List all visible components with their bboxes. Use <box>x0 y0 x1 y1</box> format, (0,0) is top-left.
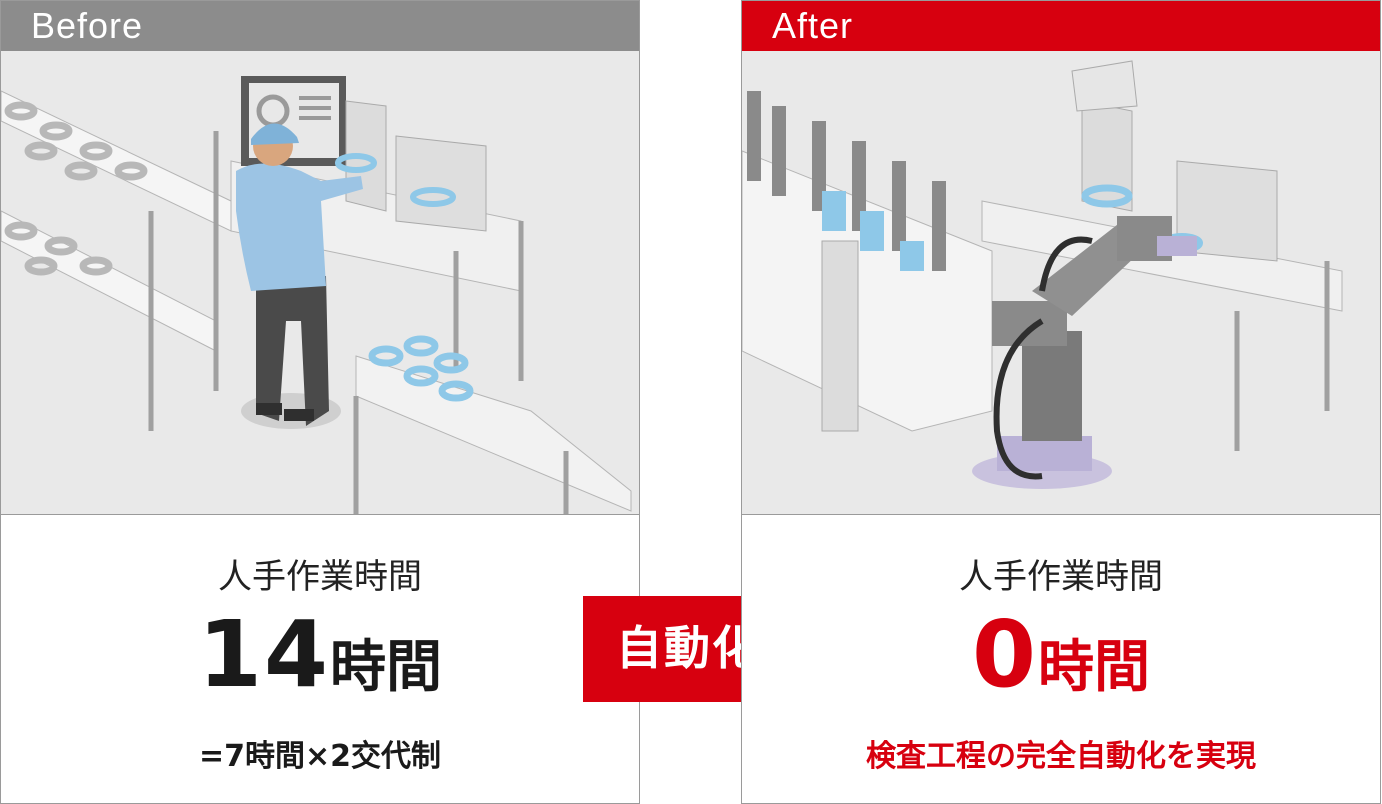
after-work-time-label: 人手作業時間 <box>959 557 1163 597</box>
after-hours-unit: 時間 <box>1038 635 1150 700</box>
after-hours-number: 0 <box>971 601 1038 708</box>
after-panel: After <box>741 0 1381 804</box>
after-illustration <box>742 51 1380 515</box>
automation-arrow-label: 自動化 <box>616 621 760 675</box>
after-header-label: After <box>772 5 854 46</box>
robot-inspection-illustration <box>742 60 1343 489</box>
before-hours-number: 14 <box>197 601 331 708</box>
before-shift-note: =7時間×2交代制 <box>198 739 442 774</box>
before-panel: Before <box>0 0 640 804</box>
before-hours-unit: 時間 <box>330 635 443 700</box>
after-header: After <box>742 1 1380 51</box>
before-illustration <box>1 51 639 515</box>
after-work-time-value: 0時間 <box>742 601 1380 708</box>
before-header: Before <box>1 1 639 51</box>
before-work-time-label: 人手作業時間 <box>218 557 422 597</box>
before-header-label: Before <box>31 5 144 46</box>
manual-inspection-illustration <box>1 76 632 514</box>
after-automation-note: 検査工程の完全自動化を実現 <box>866 739 1256 774</box>
before-work-time-value: 14時間 <box>1 601 639 708</box>
